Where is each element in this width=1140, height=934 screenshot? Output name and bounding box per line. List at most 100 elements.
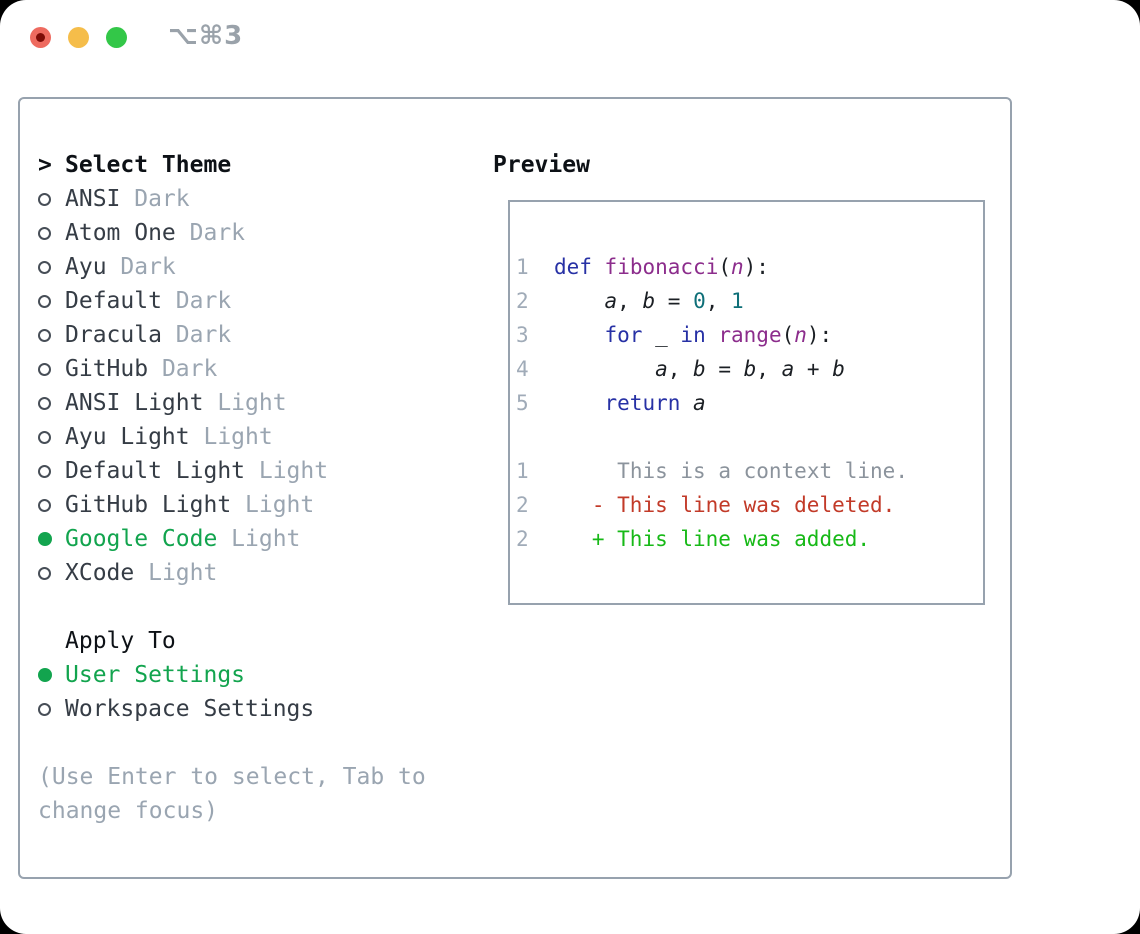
code-line: 3 for _ in range(n): (516, 318, 908, 352)
radio-cell (38, 464, 65, 478)
zoom-button[interactable] (106, 27, 127, 48)
code-token: = (655, 289, 694, 313)
apply-to-option-row[interactable]: Workspace Settings (38, 692, 426, 726)
code-token: a (604, 289, 618, 313)
radio-unselected-icon (38, 328, 51, 342)
theme-name: Default Light (65, 458, 246, 484)
code-token: 5 (516, 391, 529, 415)
theme-variant-label: Light (148, 560, 218, 586)
code-token: def (553, 255, 592, 279)
radio-cell (38, 668, 65, 682)
apply-to-option-label: User Settings (65, 662, 246, 688)
theme-variant-label: Dark (134, 186, 190, 212)
theme-name: XCode (65, 560, 135, 586)
code-token: ( (781, 323, 795, 347)
theme-name: Ayu (65, 254, 107, 280)
help-text-line1: (Use Enter to select, Tab to (38, 764, 426, 790)
minimize-button[interactable] (68, 27, 89, 48)
radio-selected-icon (38, 668, 52, 682)
spacer (38, 590, 426, 624)
code-token: a (655, 357, 668, 381)
theme-variant-label: Light (231, 526, 301, 552)
apply-to-option-row[interactable]: User Settings (38, 658, 426, 692)
selection-prompt-icon: > (38, 152, 52, 178)
code-token: ( (718, 255, 731, 279)
radio-unselected-icon (38, 396, 51, 410)
theme-name: GitHub Light (65, 492, 232, 518)
code-token: , (756, 357, 782, 381)
code-line: 2 + This line was added. (516, 522, 908, 556)
theme-variant-label: Light (217, 390, 287, 416)
code-line: 2 - This line was deleted. (516, 488, 908, 522)
code-token (529, 289, 605, 313)
code-token: ): (743, 255, 769, 279)
code-token (529, 391, 605, 415)
radio-cell (38, 532, 65, 546)
theme-variant-label: Light (245, 492, 315, 518)
code-token: b (642, 289, 656, 313)
code-line (516, 420, 908, 454)
radio-unselected-icon (38, 226, 51, 240)
theme-name: Ayu Light (65, 424, 190, 450)
code-token: _ (655, 323, 668, 347)
theme-name: ANSI Light (65, 390, 204, 416)
radio-unselected-icon (38, 430, 51, 444)
radio-cell (38, 226, 65, 240)
theme-name: GitHub (65, 356, 149, 382)
code-token (668, 323, 681, 347)
spacer (38, 726, 426, 760)
code-token: ): (806, 323, 833, 347)
code-token: 3 (516, 323, 529, 347)
theme-option-row[interactable]: ANSI Light Light (38, 386, 426, 420)
radio-cell (38, 566, 65, 580)
code-token: = (705, 357, 744, 381)
theme-option-row[interactable]: XCode Light (38, 556, 426, 590)
theme-name: Atom One (65, 220, 176, 246)
code-token: 4 (516, 357, 529, 381)
theme-variant-label: Dark (189, 220, 246, 246)
code-token (529, 255, 554, 279)
close-dot-icon (36, 33, 45, 42)
theme-variant-label: Dark (175, 288, 232, 314)
radio-unselected-icon (38, 192, 51, 206)
close-button[interactable] (30, 27, 51, 48)
code-token: 1 (516, 459, 529, 483)
code-line: 4 a, b = b, a + b (516, 352, 908, 386)
radio-unselected-icon (38, 464, 51, 478)
radio-cell (38, 702, 65, 716)
code-token: fibonacci (604, 255, 719, 279)
code-token: b (832, 357, 845, 381)
theme-name: Google Code (65, 526, 218, 552)
radio-cell (38, 260, 65, 274)
theme-option-row[interactable]: GitHub Light Light (38, 488, 426, 522)
code-token: , (705, 289, 732, 313)
radio-cell (38, 192, 65, 206)
code-line: 1 def fibonacci(n): (516, 250, 908, 284)
theme-option-row[interactable]: Google Code Light (38, 522, 426, 556)
code-token (529, 493, 592, 517)
theme-option-row[interactable]: Ayu Dark (38, 250, 426, 284)
radio-cell (38, 430, 65, 444)
preview-title: Preview (493, 152, 590, 178)
radio-cell (38, 498, 65, 512)
theme-option-row[interactable]: Atom One Dark (38, 216, 426, 250)
code-token (642, 323, 655, 347)
theme-variant-label: Dark (120, 254, 176, 280)
code-token (529, 357, 655, 381)
window-shortcut-label: ⌥⌘3 (168, 21, 244, 51)
select-theme-title: Select Theme (65, 152, 232, 178)
code-token (529, 459, 618, 483)
radio-cell (38, 294, 65, 308)
theme-variant-label: Dark (175, 322, 232, 348)
code-token: 2 (516, 493, 529, 517)
radio-unselected-icon (38, 294, 51, 308)
